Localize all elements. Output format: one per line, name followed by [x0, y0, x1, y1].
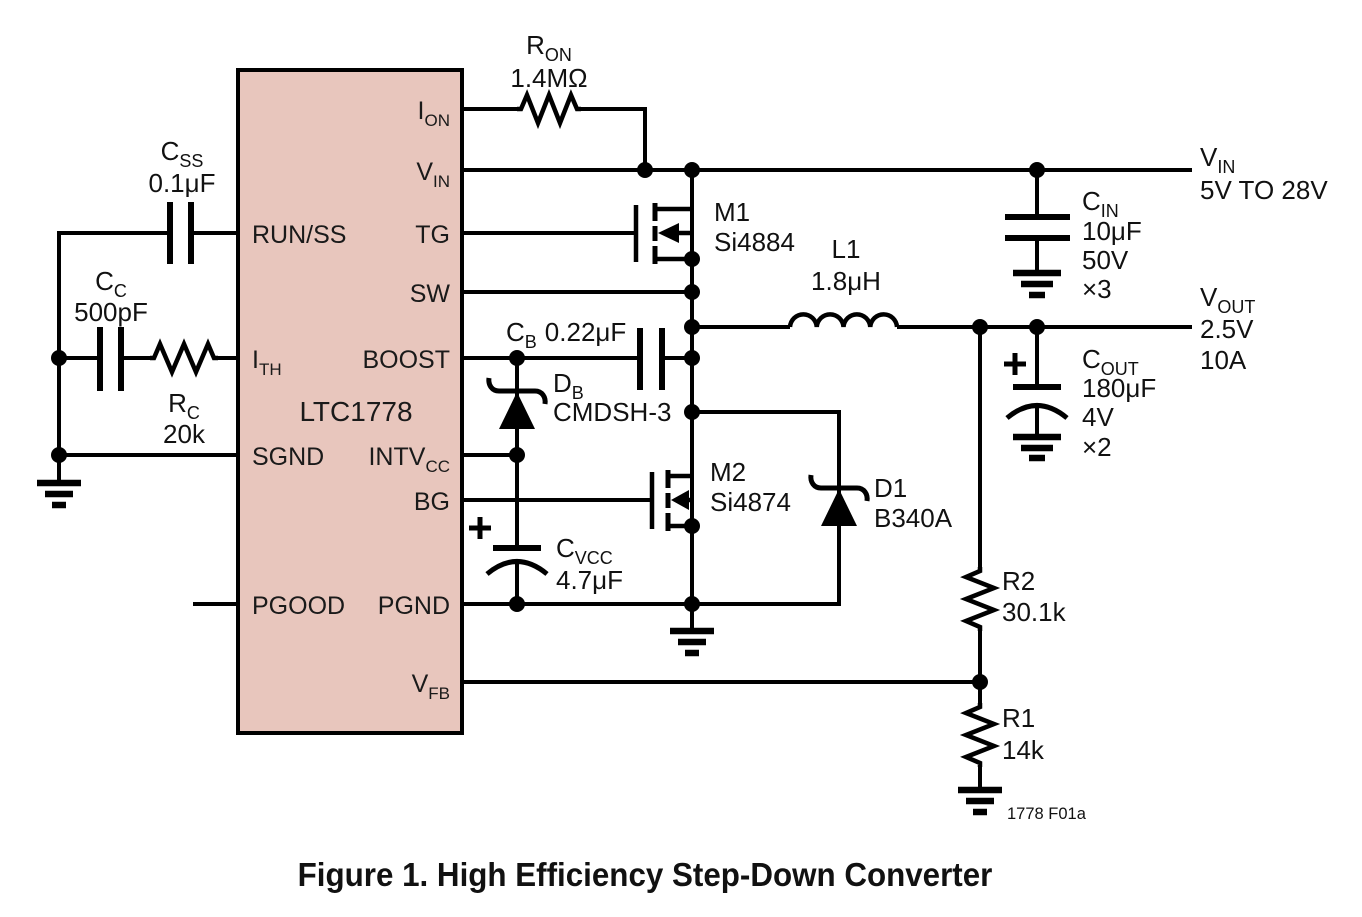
component-symbols [37, 88, 1070, 816]
pin-label-pgood: PGOOD [252, 592, 345, 620]
ground-symbol-sgnd [37, 479, 81, 509]
label-m2-ref: M2 [710, 457, 746, 487]
capacitor-cc-symbol [97, 327, 124, 391]
pin-label-intvcc: INTVCC [368, 443, 450, 476]
pin-label-sgnd: SGND [252, 443, 324, 471]
junction-dots [51, 162, 1045, 690]
ground-symbol-pgnd [670, 627, 714, 657]
resistor-rc-symbol [150, 338, 218, 378]
label-m2-part: Si4874 [710, 487, 791, 517]
wire-d1-branch [692, 410, 841, 606]
label-cvcc-ref: CVCC [556, 533, 613, 568]
label-db-part: CMDSH-3 [553, 397, 671, 427]
label-cc-ref: CC [95, 266, 127, 301]
net-label-vout-voltage: 2.5V [1200, 314, 1254, 344]
ground-symbol-r1 [958, 786, 1002, 816]
ground-symbol-cin [1013, 269, 1061, 299]
label-r1-value: 14k [1002, 735, 1045, 765]
ground-symbol-cout [1013, 433, 1061, 462]
label-r1-ref: R1 [1002, 703, 1035, 733]
net-label-vin: VIN [1200, 142, 1235, 177]
label-l1-ref: L1 [832, 234, 861, 264]
ic-part-label: LTC1778 [299, 396, 412, 427]
pin-label-boost: BOOST [362, 346, 450, 374]
resistor-r1-symbol [959, 703, 1001, 767]
label-r2-ref: R2 [1002, 566, 1035, 596]
net-label-vin-range: 5V TO 28V [1200, 175, 1328, 205]
labels: LTC1778 RUN/SS ITH SGND PGOOD ION VIN TG… [74, 30, 1328, 893]
capacitor-css-symbol [167, 202, 194, 264]
resistor-r2-symbol [959, 567, 1001, 631]
pin-label-ith: ITH [252, 346, 282, 379]
pin-label-vfb: VFB [412, 670, 450, 703]
label-cvcc-value: 4.7μF [556, 565, 623, 595]
capacitor-cout-symbol [1004, 353, 1069, 420]
label-rc-ref: RC [168, 388, 200, 423]
label-rc-value: 20k [163, 419, 206, 449]
wire-ron-drop [581, 107, 647, 170]
net-label-vout-current: 10A [1200, 345, 1247, 375]
capacitor-cin-symbol [1005, 214, 1070, 241]
label-cout-value: 180μF [1082, 373, 1156, 403]
pin-label-tg: TG [415, 221, 450, 249]
diode-d1-symbol [808, 474, 870, 526]
label-cin-ref: CIN [1082, 186, 1119, 221]
label-css-value: 0.1μF [148, 168, 215, 198]
figure-caption: Figure 1. High Efficiency Step-Down Conv… [298, 856, 993, 893]
pin-label-sw: SW [410, 280, 451, 308]
pin-label-run-ss: RUN/SS [252, 221, 346, 249]
label-cc-value: 500pF [74, 297, 148, 327]
pin-label-bg: BG [414, 488, 450, 516]
inductor-l1-symbol [787, 312, 900, 328]
pin-label-pgnd: PGND [378, 592, 450, 620]
label-ron-value: 1.4MΩ [510, 63, 587, 93]
figure-ref-code: 1778 F01a [1007, 805, 1087, 823]
mosfet-m1-symbol [633, 203, 692, 264]
label-cin-value: 10μF [1082, 216, 1142, 246]
label-cout-rating: 4V [1082, 402, 1114, 432]
diode-db-symbol [486, 377, 548, 429]
label-r2-value: 30.1k [1002, 597, 1067, 627]
label-cin-qty: ×3 [1082, 274, 1112, 304]
label-cout-qty: ×2 [1082, 432, 1112, 462]
pin-label-ion: ION [418, 97, 450, 130]
label-cout-ref: COUT [1082, 344, 1139, 379]
label-m1-ref: M1 [714, 197, 750, 227]
wire-left-rail [57, 231, 167, 483]
pin-label-vin: VIN [416, 158, 450, 191]
label-css-ref: CSS [161, 136, 204, 171]
capacitor-cvcc-symbol [469, 517, 549, 576]
resistor-ron-symbol [517, 88, 581, 130]
net-label-vout: VOUT [1200, 282, 1255, 317]
capacitor-cb-symbol [637, 328, 665, 390]
label-db-ref: DB [553, 368, 584, 403]
ic-ltc1778-body [236, 68, 464, 735]
label-cin-rating: 50V [1082, 245, 1129, 275]
label-d1-part: B340A [874, 503, 953, 533]
label-m1-part: Si4884 [714, 227, 795, 257]
label-ron-ref: RON [526, 30, 572, 65]
label-d1-ref: D1 [874, 473, 907, 503]
label-l1-value: 1.8μH [811, 266, 881, 296]
